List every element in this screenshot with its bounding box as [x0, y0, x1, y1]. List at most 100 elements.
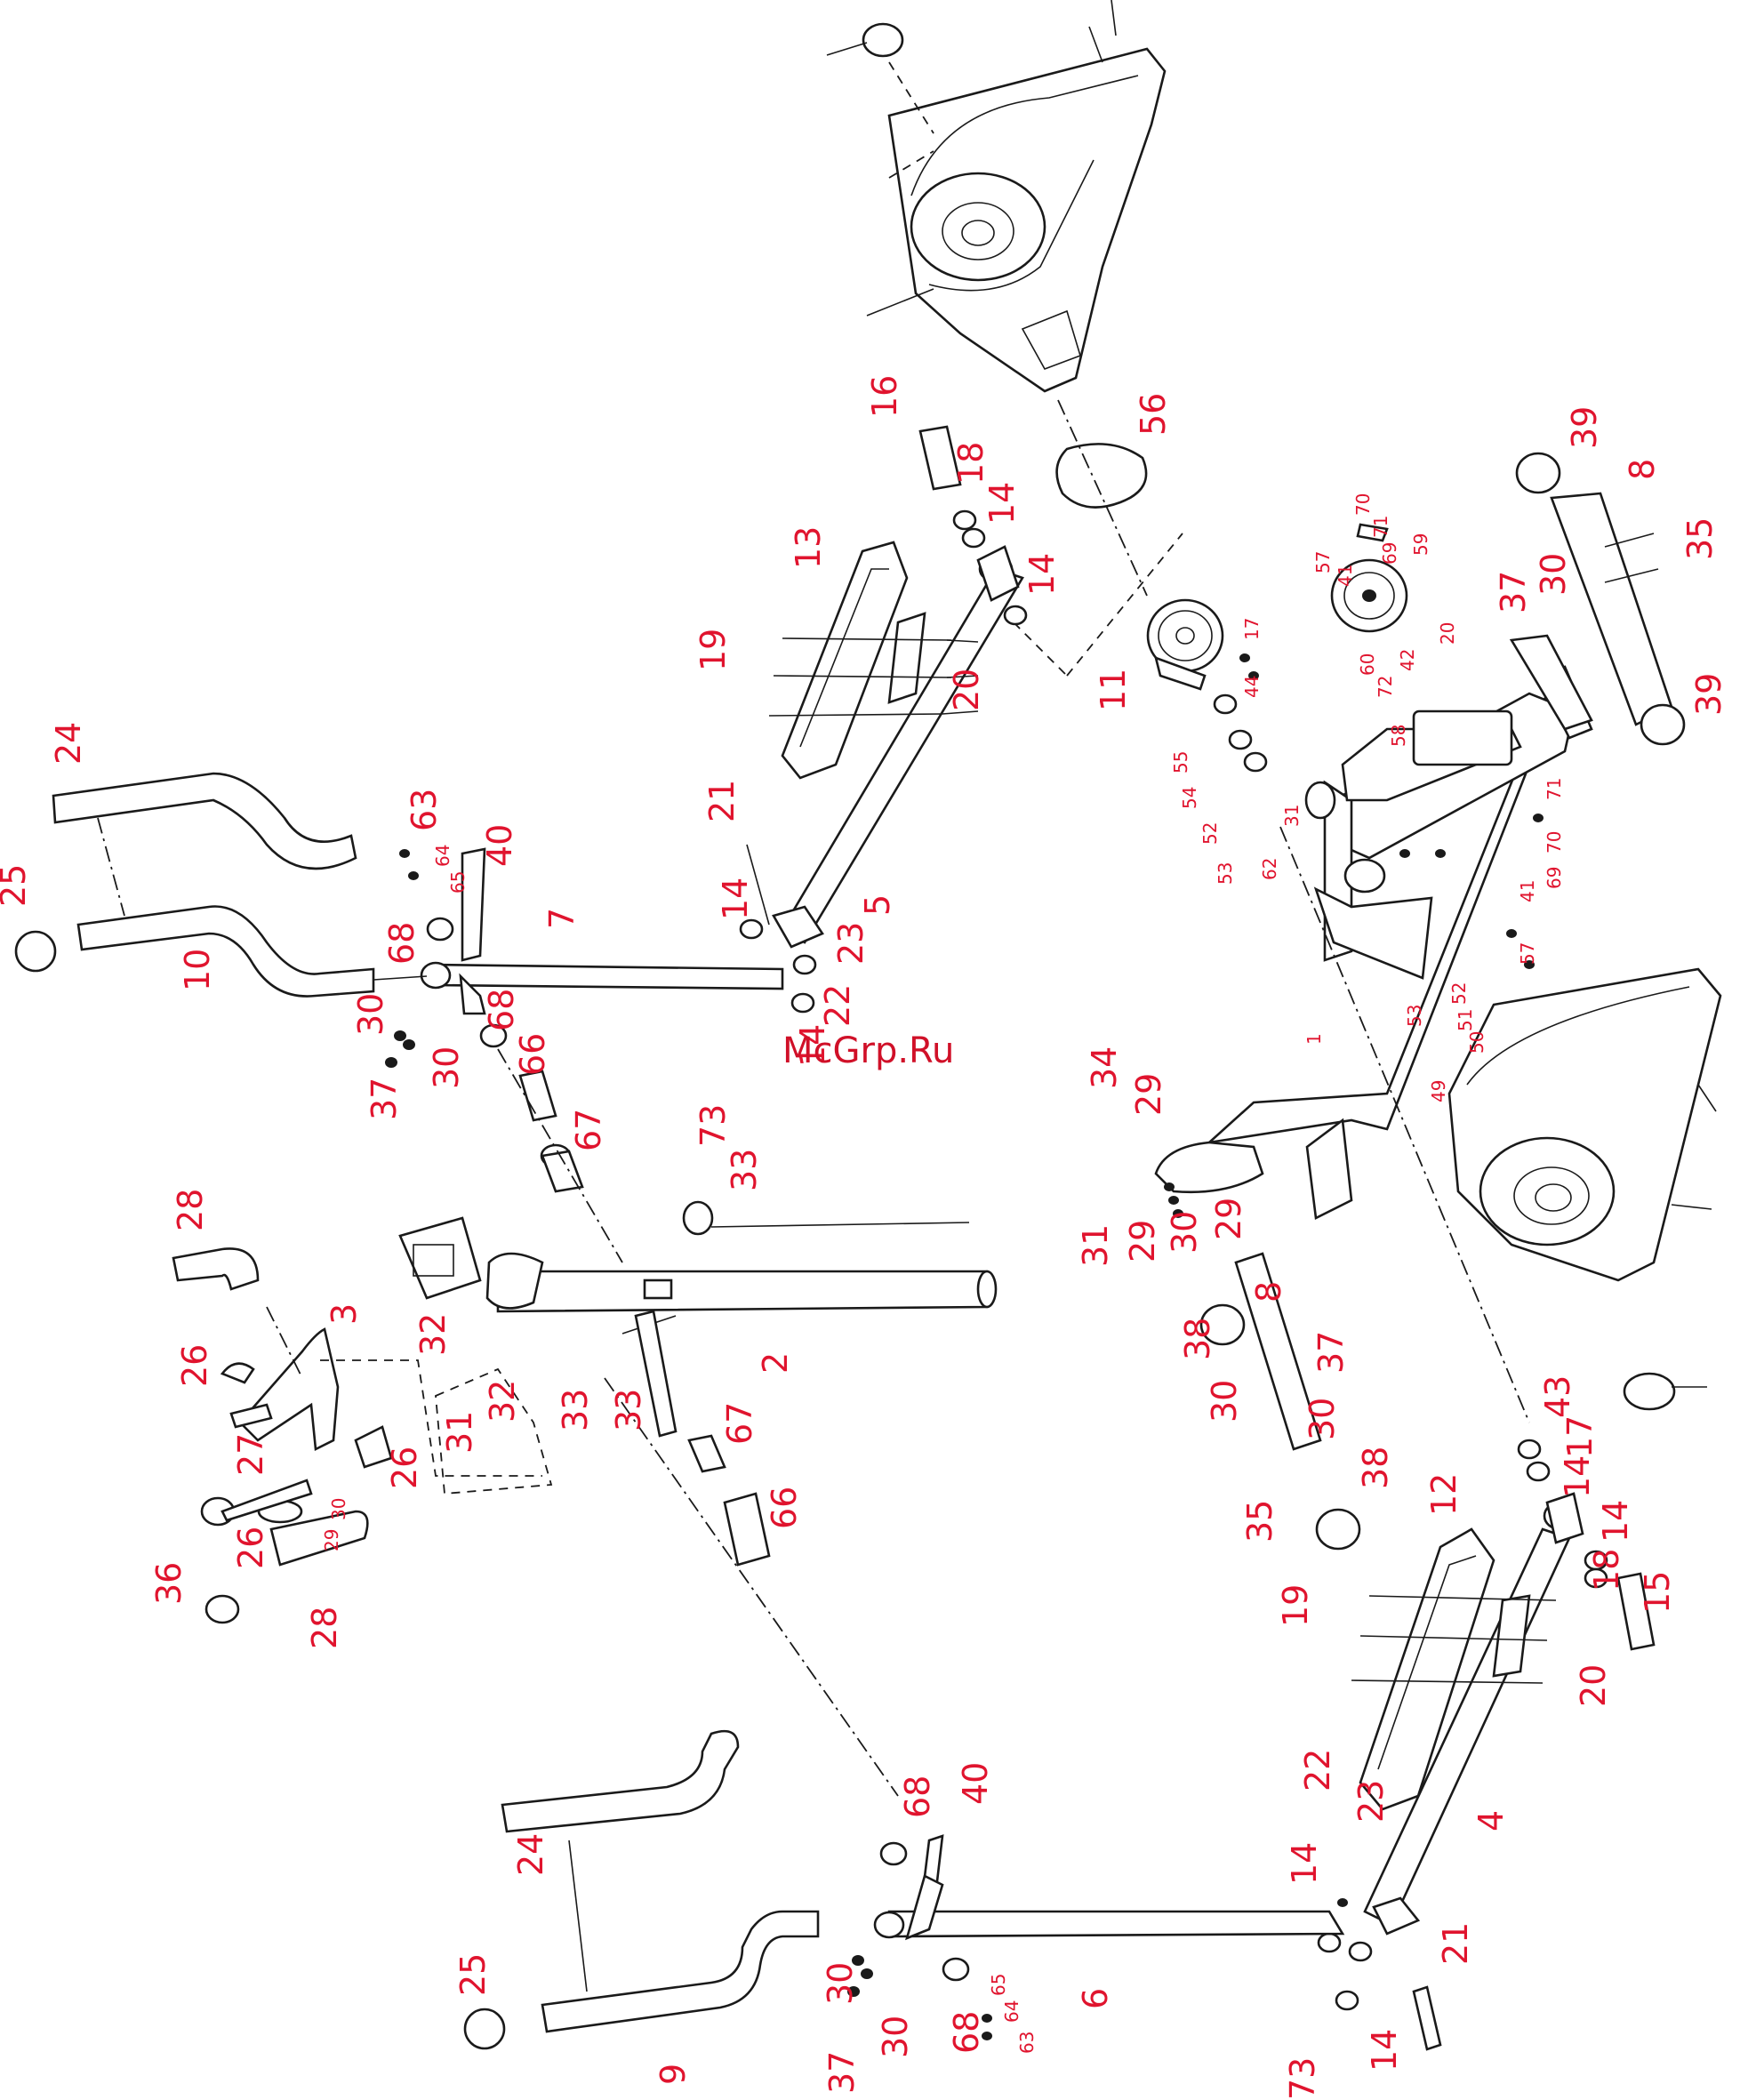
label-43: 43 [1538, 1375, 1577, 1418]
label-23: 23 [831, 922, 870, 965]
label-38: 38 [1356, 1447, 1395, 1489]
label-14: 14 [1596, 1500, 1635, 1543]
label-37: 37 [822, 2051, 862, 2094]
label-31: 31 [440, 1411, 479, 1454]
label-9: 9 [654, 2064, 693, 2085]
label-29: 29 [321, 1529, 342, 1551]
label-14: 14 [1558, 1455, 1597, 1498]
label-53: 53 [1404, 1005, 1425, 1027]
label-51: 51 [1455, 1009, 1476, 1031]
label-8: 8 [1623, 459, 1662, 480]
label-52: 52 [1448, 982, 1470, 1005]
label-30: 30 [876, 2016, 915, 2058]
label-19: 19 [1276, 1584, 1315, 1627]
console-mast [398, 1200, 998, 1797]
hardware-fasteners [385, 653, 1544, 2040]
label-7: 7 [542, 908, 581, 929]
label-65: 65 [988, 1974, 1009, 1996]
label-30: 30 [427, 1046, 466, 1089]
label-27: 27 [231, 1433, 270, 1476]
label-49: 49 [1428, 1080, 1449, 1102]
label-18: 18 [951, 442, 990, 485]
label-57: 57 [1312, 551, 1334, 573]
label-59: 59 [1410, 533, 1431, 556]
lower-cross-tube [873, 1834, 1345, 1982]
label-1: 1 [1303, 1033, 1325, 1045]
label-18: 18 [1587, 1549, 1626, 1591]
label-69: 69 [1379, 542, 1400, 565]
label-39: 39 [1565, 406, 1604, 449]
label-11: 11 [1094, 669, 1133, 711]
label-68: 68 [947, 2011, 986, 2054]
label-33: 33 [609, 1389, 648, 1431]
label-17: 17 [1560, 1415, 1600, 1458]
label-22: 22 [1298, 1749, 1337, 1791]
label-64: 64 [1001, 2000, 1022, 2023]
label-71: 71 [1370, 516, 1391, 538]
label-4: 4 [1471, 1810, 1511, 1831]
label-34: 34 [1085, 1046, 1124, 1089]
label-17: 17 [1241, 618, 1263, 640]
label-67: 67 [569, 1109, 608, 1151]
label-28: 28 [305, 1607, 344, 1649]
drive-pulley [1013, 533, 1268, 773]
label-66: 66 [765, 1487, 804, 1529]
upper-cover-shroud [826, 0, 1167, 393]
label-31: 31 [1076, 1224, 1115, 1267]
lower-right-bushings [1199, 1252, 1707, 1551]
label-30: 30 [1534, 553, 1573, 596]
label-31: 31 [1281, 805, 1303, 827]
upper-pedal-arm [739, 425, 1028, 1014]
label-10: 10 [178, 949, 217, 991]
label-52: 52 [1199, 822, 1221, 845]
label-58: 58 [1388, 725, 1409, 747]
label-37: 37 [1311, 1331, 1351, 1374]
label-16: 16 [865, 375, 904, 418]
label-30: 30 [821, 1962, 860, 2005]
front-handle-assembly [172, 1247, 542, 1624]
label-12: 12 [1424, 1473, 1463, 1516]
label-26: 26 [385, 1447, 424, 1489]
label-37: 37 [1494, 571, 1533, 613]
label-65: 65 [447, 871, 469, 894]
label-21: 21 [702, 780, 742, 822]
label-24: 24 [49, 722, 88, 765]
label-30: 30 [1303, 1398, 1342, 1440]
label-64: 64 [432, 845, 453, 867]
label-30: 30 [351, 993, 390, 1036]
label-57: 57 [1517, 942, 1538, 965]
label-26: 26 [175, 1344, 214, 1387]
label-72: 72 [1375, 676, 1396, 698]
label-41: 41 [1335, 565, 1356, 587]
label-32: 32 [413, 1313, 453, 1356]
label-73: 73 [694, 1104, 733, 1147]
label-24: 24 [511, 1833, 550, 1876]
label-23: 23 [1351, 1780, 1391, 1823]
label-36: 36 [149, 1562, 188, 1605]
label-14: 14 [1285, 1842, 1324, 1885]
label-2: 2 [756, 1352, 795, 1374]
upper-bushing-stack [497, 1048, 623, 1263]
label-25: 25 [0, 864, 33, 907]
label-35: 35 [1240, 1500, 1279, 1543]
label-38: 38 [1178, 1318, 1217, 1360]
label-6: 6 [1076, 1988, 1115, 2009]
label-68: 68 [382, 922, 421, 965]
label-50: 50 [1466, 1031, 1487, 1054]
label-20: 20 [1574, 1664, 1613, 1707]
label-63: 63 [1016, 2032, 1038, 2054]
label-22: 22 [818, 984, 857, 1027]
label-14: 14 [982, 482, 1022, 525]
label-62: 62 [1259, 858, 1280, 880]
drive-belt [1055, 443, 1148, 509]
label-14: 14 [1022, 553, 1062, 596]
label-20: 20 [1437, 622, 1458, 645]
label-67: 67 [720, 1402, 759, 1445]
lower-pedal [1351, 1527, 1557, 1811]
upper-pedal [768, 541, 979, 780]
label-26: 26 [231, 1527, 270, 1569]
label-14: 14 [716, 878, 755, 920]
flywheel [1330, 523, 1408, 633]
label-29: 29 [1129, 1073, 1168, 1116]
